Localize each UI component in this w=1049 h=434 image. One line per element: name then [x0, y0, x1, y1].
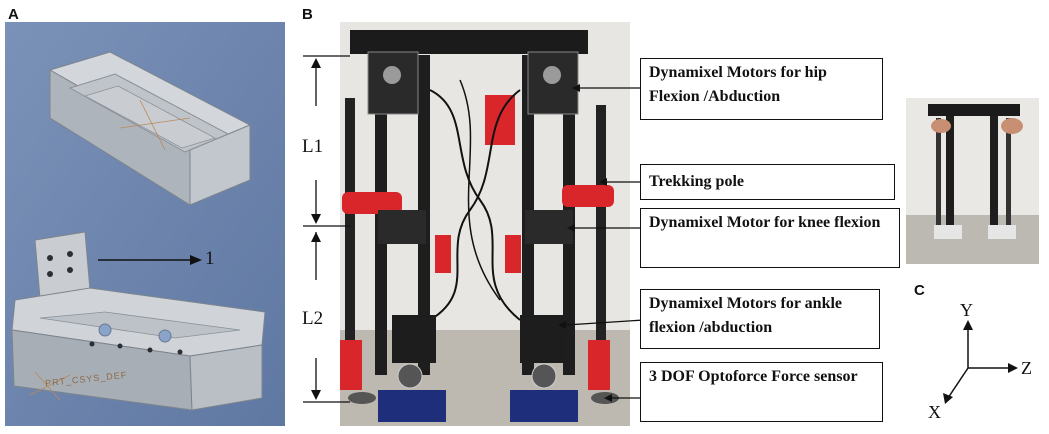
axis-x-line: [947, 367, 969, 399]
callout-trekking-pole: Trekking pole: [640, 164, 895, 200]
arrow-ankle: [565, 319, 645, 326]
ankle-motor-right: [520, 315, 564, 363]
knee-motor-left: [378, 210, 426, 244]
panel-c-letter: C: [914, 282, 925, 299]
dimension-l2-label: L2: [302, 308, 324, 329]
hip-motor-left: [367, 51, 419, 115]
panel-a-letter: A: [8, 6, 19, 23]
trekking-pole-right: [596, 105, 606, 375]
axis-y-label: Y: [960, 300, 973, 320]
top-plate: [350, 30, 588, 54]
base-left: [378, 390, 446, 422]
axis-z-label: Z: [1021, 358, 1032, 378]
callout-knee-motor: Dynamixel Motor for knee flexion: [640, 208, 900, 268]
panel-b-letter: B: [302, 6, 313, 23]
dimension-l1: [303, 55, 350, 227]
cad-upper-plate: [48, 51, 252, 206]
dimension-l1-label: L1: [302, 136, 324, 157]
cad-lower-part: [11, 231, 266, 411]
axis-x-label: X: [928, 402, 941, 422]
base-right: [510, 390, 578, 422]
knee-motor-right: [525, 210, 573, 244]
callout-hip-motors: Dynamixel Motors for hip Flexion /Abduct…: [640, 58, 883, 120]
pointer-label-1: 1: [205, 248, 215, 269]
trekking-pole-left: [345, 98, 355, 378]
callout-force-sensor: 3 DOF Optoforce Force sensor: [640, 362, 883, 422]
callout-ankle-motors: Dynamixel Motors for ankle flexion /abdu…: [640, 289, 880, 349]
ankle-motor-left: [392, 315, 436, 363]
